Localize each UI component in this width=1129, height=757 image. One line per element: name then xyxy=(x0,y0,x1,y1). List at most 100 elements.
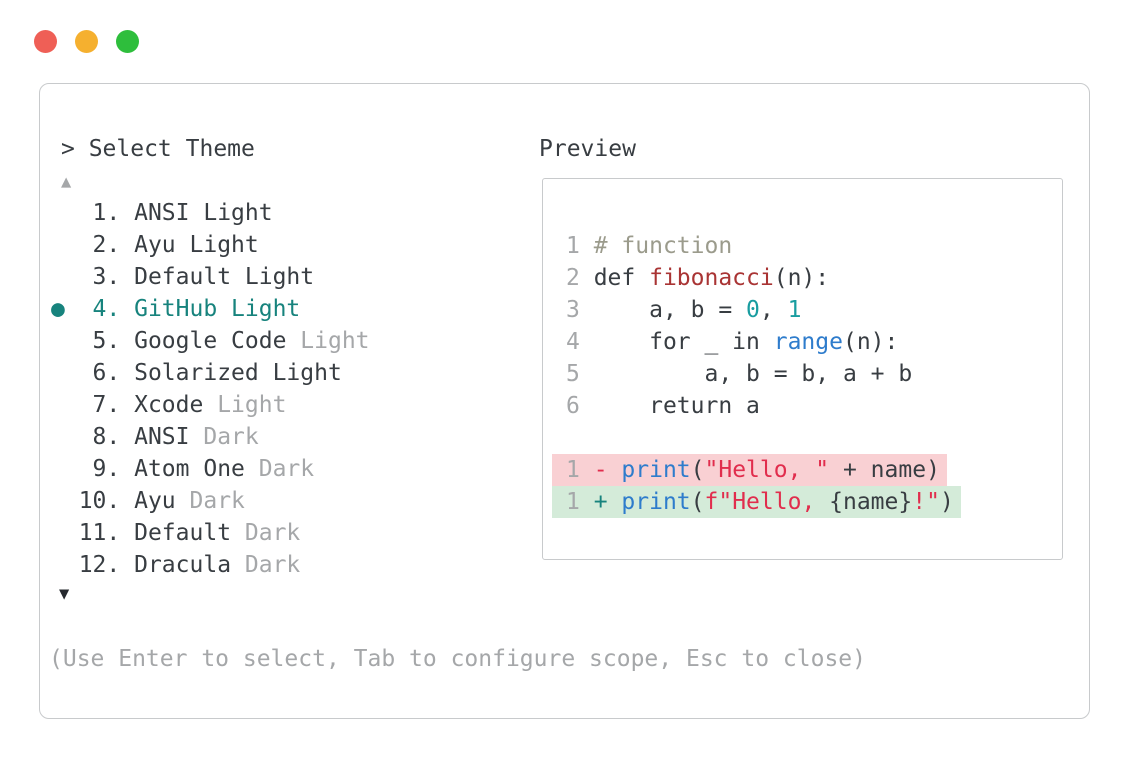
option-number: 4. xyxy=(64,296,135,322)
diff-added-line: 1 + print(f"Hello, {name}!") xyxy=(552,486,961,518)
code-token: 1 xyxy=(566,457,594,483)
marker-spacer xyxy=(51,552,65,578)
option-label: Dark xyxy=(231,552,301,578)
code-token: , xyxy=(759,297,788,323)
code-line-content: 3 a, b = 0, 1 xyxy=(552,294,808,326)
option-label: Solarized Light xyxy=(134,360,342,386)
option-label: ANSI xyxy=(134,424,190,450)
option-number: 2. xyxy=(64,232,135,258)
code-token: a, b = xyxy=(593,297,747,323)
theme-option-4[interactable]: ● 4. GitHub Light xyxy=(51,293,370,325)
option-number: 11. xyxy=(64,520,135,546)
help-hint: (Use Enter to select, Tab to configure s… xyxy=(49,646,866,672)
marker-spacer xyxy=(51,520,65,546)
theme-option-12[interactable]: 12. Dracula Dark xyxy=(51,549,370,581)
code-line-3: 3 a, b = 0, 1 xyxy=(552,294,961,326)
code-token: def xyxy=(593,265,650,291)
preview-title: Preview xyxy=(539,136,636,162)
theme-option-6[interactable]: 6. Solarized Light xyxy=(51,357,370,389)
option-label: Dark xyxy=(189,424,259,450)
scroll-up-indicator-icon[interactable]: ▲ xyxy=(61,172,72,192)
theme-option-5[interactable]: 5. Google Code Light xyxy=(51,325,370,357)
option-number: 5. xyxy=(64,328,135,354)
option-number: 12. xyxy=(64,552,135,578)
code-token: ( xyxy=(690,457,705,483)
option-label: Light xyxy=(203,392,287,418)
option-label: GitHub Light xyxy=(134,296,301,322)
minimize-button[interactable] xyxy=(75,30,98,53)
code-line-content: 6 return a xyxy=(552,390,767,422)
option-label: Ayu Light xyxy=(134,232,259,258)
option-label: Default xyxy=(134,520,232,546)
option-label: Light xyxy=(286,328,370,354)
option-label: Dark xyxy=(244,456,315,482)
theme-option-11[interactable]: 11. Default Dark xyxy=(51,517,370,549)
theme-option-1[interactable]: 1. ANSI Light xyxy=(51,197,370,229)
option-label: Atom One xyxy=(134,456,245,482)
code-token: for _ in xyxy=(593,329,774,355)
code-line-1: 1 # function xyxy=(552,230,961,262)
option-label: Dark xyxy=(175,488,245,514)
code-token: 5 xyxy=(566,361,594,387)
code-token: a, b = b, a + b xyxy=(593,361,913,387)
code-token: 1 xyxy=(566,489,594,515)
code-line-content: 1 # function xyxy=(552,230,739,262)
option-label: Ayu xyxy=(134,488,176,514)
code-line-2: 2 def fibonacci(n): xyxy=(552,262,961,294)
option-label: Google Code xyxy=(134,328,287,354)
code-token: 1 xyxy=(787,297,802,323)
option-number: 7. xyxy=(64,392,135,418)
code-token: (n): xyxy=(842,329,899,355)
marker-spacer xyxy=(51,424,65,450)
prompt-title: > Select Theme xyxy=(61,136,255,162)
code-line-5: 5 a, b = b, a + b xyxy=(552,358,961,390)
code-line-content: 5 a, b = b, a + b xyxy=(552,358,919,390)
zoom-button[interactable] xyxy=(116,30,139,53)
code-token: - xyxy=(593,457,622,483)
theme-list: 1. ANSI Light 2. Ayu Light 3. Default Li… xyxy=(51,197,370,581)
theme-option-8[interactable]: 8. ANSI Dark xyxy=(51,421,370,453)
marker-spacer xyxy=(51,264,65,290)
scroll-down-indicator-icon[interactable]: ▼ xyxy=(59,584,70,604)
code-token: print xyxy=(621,489,691,515)
option-number: 10. xyxy=(64,488,135,514)
code-token: # function xyxy=(593,233,733,259)
code-token: ( xyxy=(690,489,705,515)
marker-spacer xyxy=(51,360,65,386)
code-token: return a xyxy=(593,393,760,419)
theme-option-7[interactable]: 7. Xcode Light xyxy=(51,389,370,421)
code-token: range xyxy=(773,329,843,355)
marker-spacer xyxy=(51,456,65,482)
option-label: Xcode xyxy=(134,392,204,418)
close-button[interactable] xyxy=(34,30,57,53)
code-token: + name) xyxy=(829,457,940,483)
code-token: 0 xyxy=(746,297,760,323)
code-token: ) xyxy=(939,489,954,515)
code-line-6: 6 return a xyxy=(552,390,961,422)
code-token: fibonacci xyxy=(649,265,774,291)
code-token: 4 xyxy=(566,329,594,355)
code-token: 2 xyxy=(566,265,594,291)
code-token: {name} xyxy=(829,489,913,515)
code-line-content: 4 for _ in range(n): xyxy=(552,326,905,358)
theme-picker-panel: > Select Theme ▲ 1. ANSI Light 2. Ayu Li… xyxy=(39,83,1090,719)
option-number: 1. xyxy=(64,200,135,226)
code-token: (n): xyxy=(773,265,830,291)
option-label: Default Light xyxy=(134,264,315,290)
option-number: 8. xyxy=(64,424,135,450)
code-token: f"Hello, xyxy=(704,489,830,515)
theme-option-3[interactable]: 3. Default Light xyxy=(51,261,370,293)
option-label: ANSI Light xyxy=(134,200,273,226)
theme-option-2[interactable]: 2. Ayu Light xyxy=(51,229,370,261)
code-line-4: 4 for _ in range(n): xyxy=(552,326,961,358)
marker-spacer xyxy=(51,200,65,226)
code-token: 1 xyxy=(566,233,594,259)
marker-spacer xyxy=(51,392,65,418)
theme-option-9[interactable]: 9. Atom One Dark xyxy=(51,453,370,485)
code-line-7 xyxy=(552,422,961,454)
theme-option-10[interactable]: 10. Ayu Dark xyxy=(51,485,370,517)
code-token: !" xyxy=(912,489,940,515)
option-number: 3. xyxy=(64,264,135,290)
